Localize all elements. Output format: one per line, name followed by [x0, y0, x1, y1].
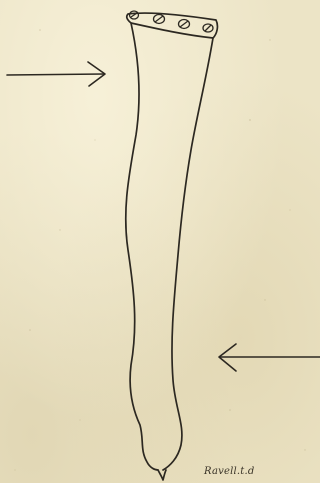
arrow-left-icon: [219, 344, 320, 371]
stocking-outline: [126, 13, 218, 480]
artist-signature: Ravell.t.d: [204, 466, 254, 477]
arrow-right-icon: [7, 62, 105, 86]
paper-speckles: [14, 29, 305, 470]
